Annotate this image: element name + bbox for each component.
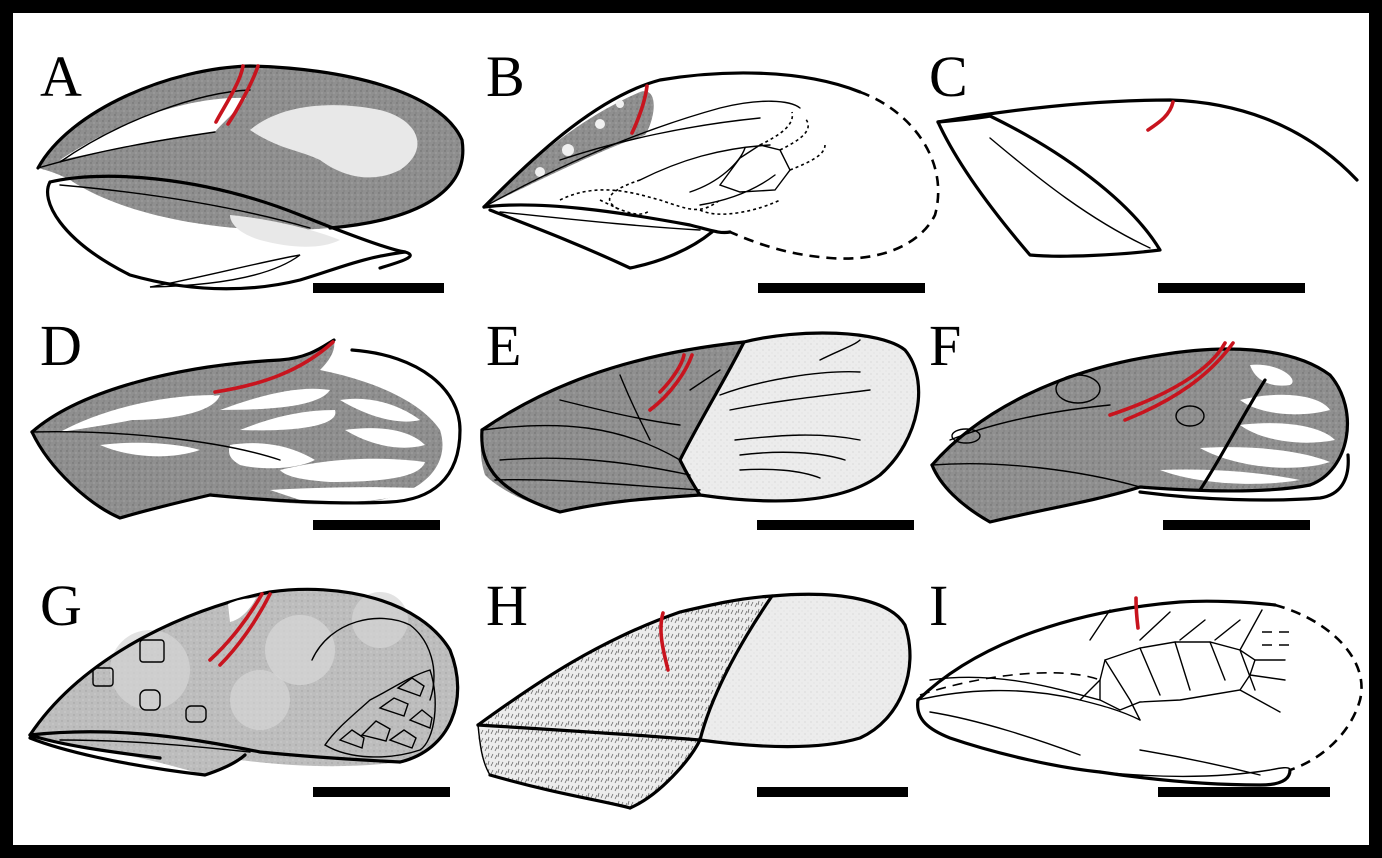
scale-bar-i bbox=[1158, 787, 1330, 797]
panel-label-b: B bbox=[486, 44, 525, 109]
panel-label-a: A bbox=[40, 44, 82, 109]
scale-bar-a bbox=[313, 283, 444, 293]
scale-bar-c bbox=[1158, 283, 1305, 293]
panel-label-e: E bbox=[486, 313, 521, 378]
panel-label-h: H bbox=[486, 573, 528, 638]
panel-a: A bbox=[38, 44, 463, 293]
wing-drawing-g bbox=[30, 589, 458, 775]
wing-drawing-i bbox=[918, 598, 1362, 785]
panel-label-d: D bbox=[40, 313, 82, 378]
panel-c: C bbox=[929, 44, 1357, 293]
panel-f: F bbox=[929, 313, 1348, 530]
panel-e: E bbox=[481, 313, 919, 530]
scale-bar-b bbox=[758, 283, 925, 293]
scale-bar-h bbox=[757, 787, 908, 797]
wing-drawing-b bbox=[484, 73, 938, 268]
wing-drawing-h bbox=[478, 594, 910, 808]
panel-label-i: I bbox=[929, 573, 948, 638]
wing-drawing-f bbox=[932, 343, 1348, 522]
panel-b: B bbox=[484, 44, 938, 293]
panel-label-g: G bbox=[40, 573, 82, 638]
panel-label-c: C bbox=[929, 44, 968, 109]
wing-drawing-d bbox=[32, 340, 460, 518]
scale-bar-d bbox=[313, 520, 440, 530]
panel-g: G bbox=[30, 573, 458, 797]
wing-drawing-a bbox=[38, 66, 463, 289]
scale-bar-e bbox=[757, 520, 914, 530]
panel-d: D bbox=[32, 313, 460, 530]
panel-label-f: F bbox=[929, 313, 961, 378]
scale-bar-g bbox=[313, 787, 450, 797]
wing-drawing-e bbox=[481, 333, 919, 512]
panel-i: I bbox=[918, 573, 1362, 797]
scale-bar-f bbox=[1163, 520, 1310, 530]
panel-h: H bbox=[478, 573, 910, 808]
wing-drawing-c bbox=[938, 100, 1357, 256]
